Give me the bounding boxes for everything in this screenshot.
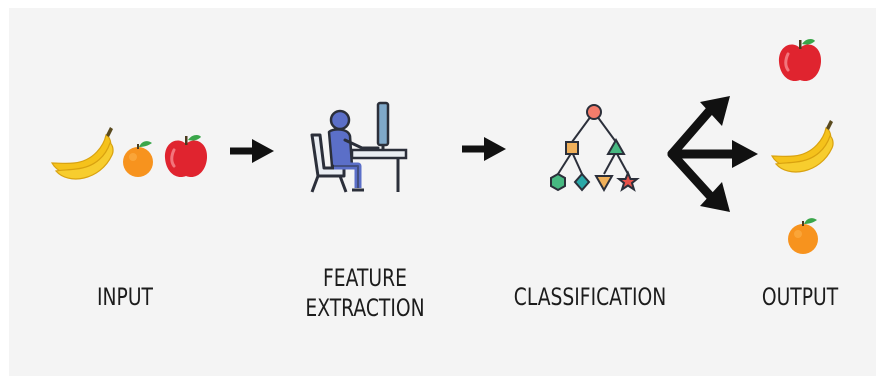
feature-extraction-label-line2: EXTRACTION bbox=[305, 294, 425, 322]
person-at-computer-icon bbox=[310, 101, 408, 193]
output-label: OUTPUT bbox=[761, 283, 839, 311]
input-banana-icon bbox=[51, 126, 114, 180]
input-label: INPUT bbox=[97, 283, 153, 311]
arrow-right-icon bbox=[462, 137, 506, 161]
output-orange-icon bbox=[788, 218, 818, 254]
feature-extraction-label: FEATURE EXTRACTION bbox=[303, 263, 428, 323]
diagram-background bbox=[9, 8, 876, 376]
decision-tree-icon bbox=[550, 104, 640, 193]
input-apple-icon bbox=[163, 133, 209, 179]
output-apple-icon bbox=[777, 37, 823, 83]
input-orange-icon bbox=[123, 141, 153, 177]
three-way-arrow-icon bbox=[667, 96, 758, 212]
feature-extraction-label-line1: FEATURE bbox=[323, 264, 407, 292]
arrow-right-icon bbox=[230, 139, 274, 163]
output-banana-icon bbox=[771, 119, 834, 173]
classification-label: CLASSIFICATION bbox=[513, 283, 667, 311]
